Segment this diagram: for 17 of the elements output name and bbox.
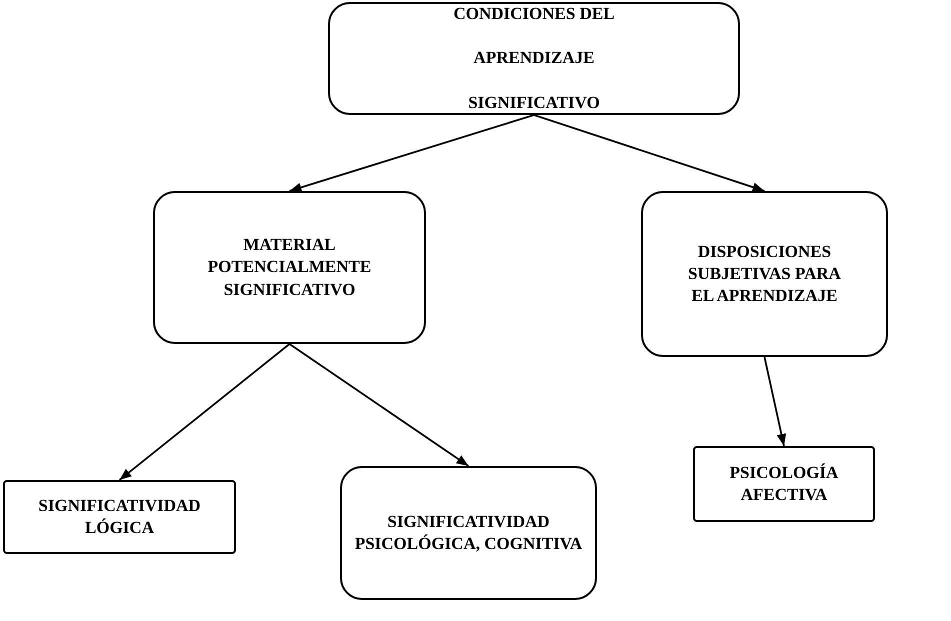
rounded-box [153,191,426,344]
arrow [534,114,765,192]
rounded-box [641,191,888,357]
arrow [289,114,534,192]
rounded-box [340,466,597,600]
node-text: CONDICIONES DEL APRENDIZAJE SIGNIFICATIVO [452,3,616,114]
arrow [289,343,469,467]
rounded-box [693,446,875,522]
node-text: SIGNIFICATIVIDAD LÓGICA [37,494,202,539]
node-text: PSICOLOGÍA AFECTIVA [728,462,840,506]
arrow [764,356,786,446]
arrow [118,343,290,481]
node-text: DISPOSICIONES SUBJETIVAS PARA EL APRENDIZAJE [687,240,842,308]
rounded-box [328,2,740,115]
node-text: MATERIAL POTENCIALMENTE SIGNIFICATIVO [206,234,372,301]
node-text: SIGNIFICATIVIDAD PSICOLÓGICA, COGNITIVA [354,510,584,555]
rounded-box [3,480,236,554]
